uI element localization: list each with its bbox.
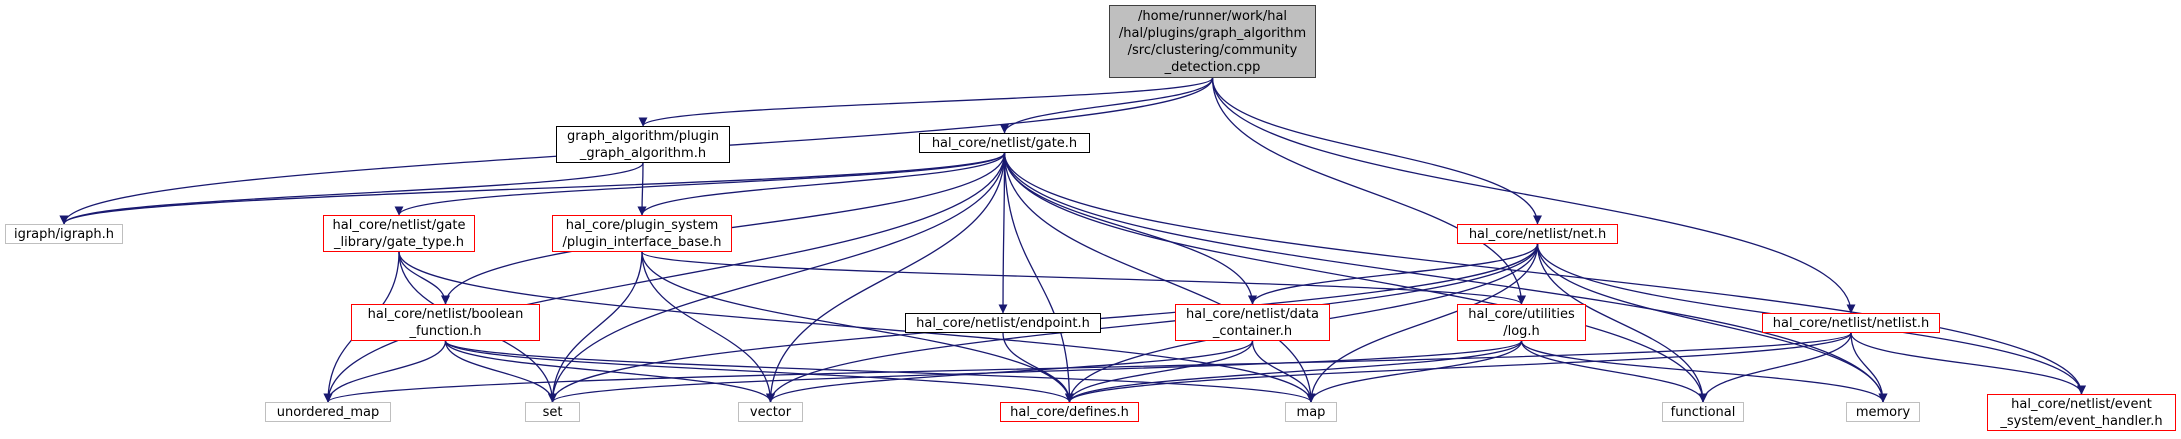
node-set: set (525, 402, 580, 422)
node-label-line: hal_core/netlist/net.h (1468, 226, 1607, 242)
edge-log-to-functional (1520, 340, 1708, 403)
edge-gate-to-map (1003, 152, 1316, 403)
edge-log-to-set (548, 340, 1523, 403)
edge-log-to-memory (1520, 340, 1888, 403)
node-label-line: hal_core/netlist/data (1186, 306, 1319, 322)
node-boolean[interactable]: hal_core/netlist/boolean_function.h (351, 304, 540, 341)
node-label-line: _system/event_handler.h (2000, 413, 2163, 429)
node-label-line: /hal/plugins/graph_algorithm (1118, 25, 1307, 41)
node-net[interactable]: hal_core/netlist/net.h (1457, 224, 1618, 244)
edge-plugin-if-to-log (641, 251, 1526, 305)
node-netlist[interactable]: hal_core/netlist/netlist.h (1762, 313, 1940, 333)
node-root[interactable]: /home/runner/work/hal/hal/plugins/graph_… (1109, 5, 1316, 78)
edge-boolean-to-map (444, 340, 1316, 403)
edge-net-to-vector (766, 243, 1539, 403)
edge-gate-to-data-cont (1003, 152, 1257, 305)
edge-boolean-to-defines (444, 340, 1074, 403)
edge-boolean-to-unordered (323, 340, 447, 403)
edge-net-to-data-cont (1248, 243, 1539, 305)
node-gate-type[interactable]: hal_core/netlist/gate_library/gate_type.… (323, 215, 475, 252)
edge-netlist-to-defines (1065, 332, 1852, 403)
edge-net-to-functional (1536, 243, 1708, 403)
node-label-line: hal_core/defines.h (1010, 404, 1129, 420)
edge-gate-to-plugin-if (637, 152, 1006, 216)
node-endpoint[interactable]: hal_core/netlist/endpoint.h (905, 313, 1101, 333)
node-unordered: unordered_map (265, 402, 391, 422)
edge-data-cont-to-map (1251, 340, 1316, 403)
edge-root-to-gate (1000, 77, 1214, 134)
node-label-line: hal_core/netlist/netlist.h (1772, 315, 1930, 331)
node-label-line: vector (749, 404, 792, 420)
node-label-line: hal_core/netlist/event (2011, 396, 2152, 412)
edge-gate-to-set (548, 152, 1006, 403)
node-label-line: functional (1670, 404, 1736, 420)
edge-root-to-net (1211, 77, 1542, 225)
edge-plugin-if-to-set (548, 251, 643, 403)
edge-net-to-memory (1536, 243, 1888, 403)
edge-data-cont-to-vector (766, 340, 1254, 403)
node-functional: functional (1662, 402, 1744, 422)
node-label-line: _function.h (409, 323, 482, 339)
edge-log-to-map (1306, 340, 1523, 403)
edge-gate-to-defines (1003, 152, 1074, 403)
edge-plugin-if-to-vector (641, 251, 775, 403)
node-label-line: graph_algorithm/plugin (567, 128, 719, 144)
edge-netlist-to-functional (1698, 332, 1852, 403)
node-label-line: map (1296, 404, 1326, 420)
edge-gate-to-vector (766, 152, 1006, 403)
edge-root-to-netlist (1211, 77, 1856, 314)
node-gate[interactable]: hal_core/netlist/gate.h (919, 133, 1090, 153)
node-label-line: memory (1855, 404, 1911, 420)
node-label-line: hal_core/netlist/gate (332, 217, 466, 233)
edge-gate-to-igraph (59, 152, 1006, 225)
edge-log-to-defines (1065, 340, 1523, 403)
edge-netlist-to-memory (1850, 332, 1888, 403)
edge-gate-type-to-boolean (398, 251, 450, 305)
node-plugin-algo[interactable]: graph_algorithm/plugin_graph_algorithm.h (556, 126, 730, 163)
node-plugin-if[interactable]: hal_core/plugin_system/plugin_interface_… (552, 215, 732, 252)
node-label-line: set (542, 404, 563, 420)
edge-gate-to-endpoint (998, 152, 1008, 314)
edge-root-to-log (1211, 77, 1526, 305)
node-label-line: _detection.cpp (1164, 59, 1261, 75)
edge-netlist-to-event (1850, 332, 2086, 395)
node-defines[interactable]: hal_core/defines.h (1000, 402, 1139, 422)
node-label-line: /src/clustering/community (1127, 42, 1298, 58)
edge-plugin-if-to-defines (641, 251, 1074, 403)
node-map: map (1285, 402, 1337, 422)
edge-netlist-to-unordered (323, 332, 1852, 403)
node-data-cont[interactable]: hal_core/netlist/data_container.h (1175, 304, 1330, 341)
node-vector: vector (738, 402, 803, 422)
edge-plugin-algo-to-plugin-if (637, 162, 647, 216)
node-label-line: /log.h (1503, 323, 1540, 339)
edge-data-cont-to-defines (1065, 340, 1254, 403)
node-label-line: _container.h (1212, 323, 1293, 339)
node-label-line: hal_core/utilities (1468, 306, 1575, 322)
edge-root-to-plugin-algo (638, 77, 1214, 127)
node-label-line: hal_core/netlist/endpoint.h (916, 315, 1090, 331)
edge-endpoint-to-defines (1002, 332, 1074, 403)
node-label-line: hal_core/plugin_system (565, 217, 719, 233)
node-memory: memory (1846, 402, 1920, 422)
edge-plugin-algo-to-igraph (59, 162, 644, 225)
node-label-line: /home/runner/work/hal (1137, 8, 1288, 24)
edge-gate-to-memory (1003, 152, 1888, 403)
node-event[interactable]: hal_core/netlist/event_system/event_hand… (1987, 394, 2176, 431)
edge-gate-to-gate-type (394, 152, 1006, 216)
node-label-line: unordered_map (276, 404, 380, 420)
node-label-line: _graph_algorithm.h (579, 145, 707, 161)
edge-gate-to-unordered (323, 152, 1006, 403)
node-label-line: /plugin_interface_base.h (562, 234, 722, 250)
edge-boolean-to-vector (444, 340, 775, 403)
edge-gate-to-functional (1003, 152, 1708, 403)
node-igraph: igraph/igraph.h (5, 224, 123, 244)
node-log[interactable]: hal_core/utilities/log.h (1457, 304, 1586, 341)
edge-gate-to-event (1003, 152, 2086, 395)
node-label-line: _library/gate_type.h (334, 234, 464, 250)
edge-boolean-to-set (444, 340, 557, 403)
node-label-line: igraph/igraph.h (13, 226, 115, 242)
node-label-line: hal_core/netlist/boolean (367, 306, 524, 322)
node-label-line: hal_core/netlist/gate.h (931, 135, 1078, 151)
